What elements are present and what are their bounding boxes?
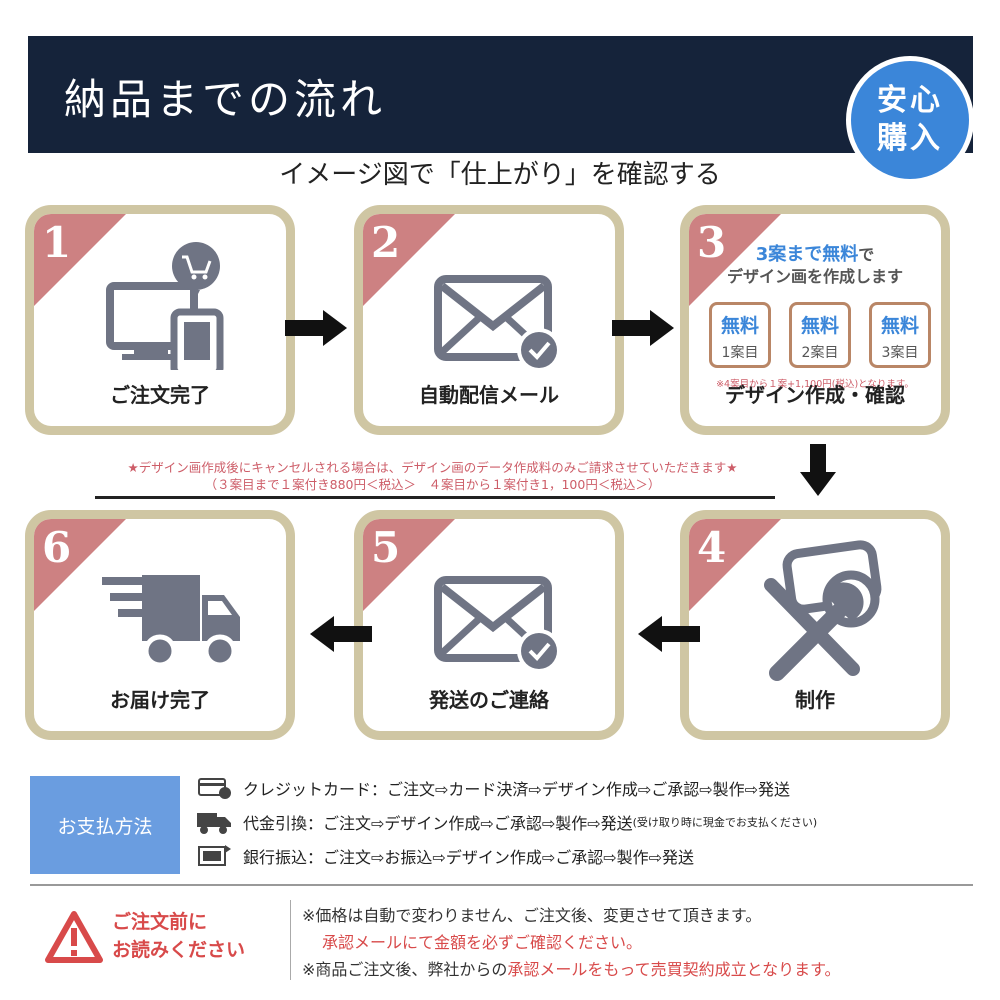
step-card-4: 4 制作 bbox=[680, 510, 950, 740]
free-design-suffix: で bbox=[858, 245, 875, 264]
step-card-6: 6 お届け完了 bbox=[25, 510, 295, 740]
free-label: 無料 bbox=[720, 315, 759, 337]
note-price: ※価格は自動で変わりません、ご注文後、変更させて頂きます。 bbox=[302, 906, 762, 925]
arrow-right-icon bbox=[285, 310, 347, 346]
payment-methods-label: お支払方法 bbox=[30, 776, 180, 874]
arrow-left-icon bbox=[310, 616, 372, 652]
step-card-5: 5 発送のご連絡 bbox=[354, 510, 624, 740]
free-label: 無料 bbox=[880, 315, 919, 337]
arrow-down-icon bbox=[800, 444, 836, 496]
page-title: 納品までの流れ bbox=[64, 75, 387, 124]
draft-label: 1案目 bbox=[721, 345, 759, 361]
credit-card-icon bbox=[198, 778, 231, 799]
note-contract: ※商品ご注文後、弊社からの承認メールをもって売買契約成立となります。 bbox=[302, 956, 841, 983]
warning-title: ご注文前に お読みください bbox=[112, 908, 245, 964]
note-contract-highlight: 承認メールをもって売買契約成立となります。 bbox=[507, 960, 841, 979]
mail-check-icon bbox=[434, 275, 561, 372]
step-number: 4 bbox=[697, 523, 727, 572]
step-number: 3 bbox=[697, 218, 727, 267]
step-label: ご注文完了 bbox=[110, 383, 210, 407]
computer-phone-cart-icon bbox=[106, 242, 224, 370]
tools-icon bbox=[764, 540, 882, 681]
payment-row-bank: 銀行振込：ご注文⇨お振込⇨デザイン作成⇨ご承認⇨製作⇨発送 bbox=[195, 841, 694, 871]
bank-transfer-icon bbox=[198, 845, 231, 866]
step-label: 発送のご連絡 bbox=[429, 688, 549, 712]
cancel-note-line2: （３案目まで１案付き880円＜税込＞ ４案目から１案付き1，100円＜税込＞） bbox=[204, 477, 661, 492]
cancel-fee-note: ★デザイン画作成後にキャンセルされる場合は、デザイン画のデータ作成料のみご請求さ… bbox=[0, 459, 865, 493]
free-design-line2: デザイン画を作成します bbox=[726, 267, 903, 286]
subtitle: イメージ図で「仕上がり」を確認する bbox=[279, 160, 721, 190]
warning-icon bbox=[45, 911, 103, 963]
delivery-truck-icon bbox=[102, 575, 240, 668]
mail-check-icon bbox=[434, 576, 561, 673]
section-divider bbox=[30, 884, 973, 886]
free-design-highlight: 3案まで無料 bbox=[755, 244, 859, 265]
extra-draft-note: ※4案目から１案+1,100円(税込)となります。 bbox=[716, 379, 914, 390]
payment-text: 代金引換：ご注文⇨デザイン作成⇨ご承認⇨製作⇨発送 bbox=[243, 814, 633, 833]
badge-line1: 安心 bbox=[877, 83, 943, 118]
cancel-note-line1: ★デザイン画作成後にキャンセルされる場合は、デザイン画のデータ作成料のみご請求さ… bbox=[127, 460, 738, 475]
note-confirm: 承認メールにて金額を必ずご確認ください。 bbox=[322, 933, 643, 952]
step-label: 自動配信メール bbox=[419, 383, 559, 407]
step-corner bbox=[689, 519, 781, 611]
payment-text: 銀行振込：ご注文⇨お振込⇨デザイン作成⇨ご承認⇨製作⇨発送 bbox=[243, 848, 695, 867]
draft-label: 2案目 bbox=[801, 345, 839, 361]
free-box-2: 無料 2案目 bbox=[789, 302, 851, 368]
step-number: 6 bbox=[42, 523, 72, 572]
step-label: 制作 bbox=[795, 688, 835, 712]
step-number: 5 bbox=[371, 523, 401, 572]
free-label: 無料 bbox=[800, 315, 839, 337]
step-number: 2 bbox=[371, 218, 401, 267]
step-card-1: 1 ご注文完了 bbox=[25, 205, 295, 435]
step-corner bbox=[689, 214, 781, 306]
step-label: お届け完了 bbox=[110, 688, 210, 712]
cod-truck-icon bbox=[197, 813, 231, 834]
arrow-right-icon bbox=[612, 310, 674, 346]
step-card-3: 3 3案まで無料で デザイン画を作成します 無料 1案目 無料 2案目 無料 3… bbox=[680, 205, 950, 435]
warning-divider bbox=[290, 900, 291, 980]
reassurance-badge: 安心 購入 bbox=[846, 56, 974, 184]
divider-line bbox=[95, 496, 775, 499]
warning-notes: ※価格は自動で変わりません、ご注文後、変更させて頂きます。 承認メールにて金額を… bbox=[302, 902, 841, 983]
payment-note: (受け取り時に現金でお支払ください) bbox=[632, 816, 818, 829]
free-design-heading: 3案まで無料で デザイン画を作成します bbox=[689, 244, 941, 288]
free-box-3: 無料 3案目 bbox=[869, 302, 931, 368]
step-card-2: 2 自動配信メール bbox=[354, 205, 624, 435]
payment-row-credit: クレジットカード：ご注文⇨カード決済⇨デザイン作成⇨ご承認⇨製作⇨発送 bbox=[195, 773, 790, 803]
draft-label: 3案目 bbox=[881, 345, 919, 361]
free-box-1: 無料 1案目 bbox=[709, 302, 771, 368]
warning-line2: お読みください bbox=[112, 939, 246, 961]
warning-line1: ご注文前に bbox=[112, 911, 208, 933]
payment-text: クレジットカード：ご注文⇨カード決済⇨デザイン作成⇨ご承認⇨製作⇨発送 bbox=[243, 780, 791, 799]
step-number: 1 bbox=[42, 218, 72, 267]
arrow-left-icon bbox=[638, 616, 700, 652]
note-contract-prefix: ※商品ご注文後、弊社からの bbox=[302, 960, 508, 979]
header-banner: 納品までの流れ bbox=[28, 36, 973, 153]
badge-line2: 購入 bbox=[877, 121, 943, 156]
payment-row-cod: 代金引換：ご注文⇨デザイン作成⇨ご承認⇨製作⇨発送 (受け取り時に現金でお支払く… bbox=[195, 807, 817, 837]
step-label: デザイン作成・確認 bbox=[725, 383, 905, 407]
